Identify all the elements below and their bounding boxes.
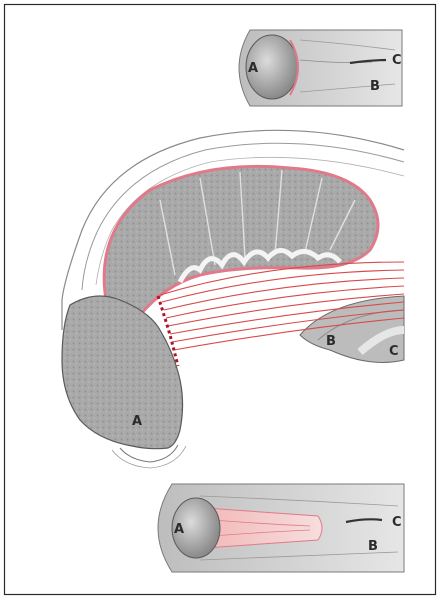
top-view-label-b: B [370,79,380,94]
top-view: A B C [239,30,402,106]
bottom-view-label-c: C [392,515,402,530]
bottom-view: A B C [158,484,404,572]
bottom-view-label-a: A [174,522,184,537]
top-view-label-c: C [392,53,402,68]
section-view: A B C [62,130,404,468]
top-view-label-a: A [248,61,258,76]
bottom-view-label-b: B [368,539,378,554]
section-bone-a [62,296,183,449]
section-label-b: B [326,334,336,349]
section-label-c: C [389,344,399,359]
section-label-a: A [132,414,142,429]
